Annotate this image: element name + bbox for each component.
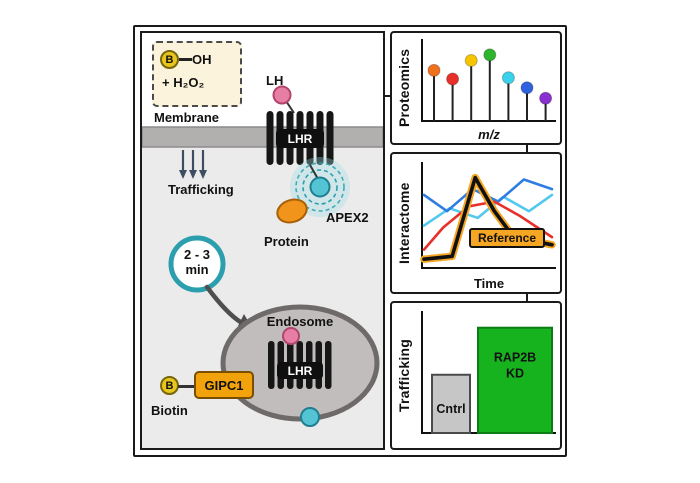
reference-badge: Reference — [469, 228, 546, 248]
apex2-dash-ring-inner — [302, 169, 338, 205]
biotin-b-ball: B — [160, 376, 179, 395]
timer-label: 2 - 3 min — [169, 247, 225, 277]
protein-blob — [276, 198, 308, 224]
spectrum-peaks — [427, 48, 553, 121]
panel-connector-interactome-trafficking — [526, 293, 528, 302]
proteomics-panel: Proteomics m/z — [390, 31, 562, 145]
biotin-phenol-row: B OH — [160, 50, 234, 69]
mz-axis-label: m/z — [478, 127, 500, 142]
svg-text:Cntrl: Cntrl — [436, 402, 465, 416]
trafficking-arrows — [179, 150, 207, 179]
lhr-label: LHR — [288, 132, 313, 146]
svg-text:KD: KD — [506, 367, 524, 381]
endosome-label: Endosome — [266, 314, 334, 329]
lh-stem-line — [285, 100, 295, 114]
svg-text:RAP2B: RAP2B — [494, 351, 536, 365]
biotin-label: Biotin — [151, 403, 188, 418]
interactome-chart — [420, 162, 556, 269]
endosome-lhr-label: LHR — [288, 364, 313, 378]
timer-circle — [168, 235, 226, 293]
lh-label: LH — [266, 73, 284, 88]
cell-diagram-art: LHR LHR — [142, 85, 383, 448]
endosome-lhr-label-box — [277, 362, 323, 379]
timer-label-line2: min — [185, 262, 209, 277]
panel-connector-proteomics-interactome — [526, 144, 528, 153]
trafficking-bars: Cntrl RAP2B KD — [431, 326, 553, 435]
apex2-dash-ring-outer — [295, 162, 345, 212]
apex2-label: APEX2 — [326, 210, 369, 225]
trafficking-label: Trafficking — [168, 182, 234, 197]
time-axis-label: Time — [473, 276, 505, 291]
trafficking-curved-arrow — [204, 284, 245, 326]
membrane-band — [142, 126, 383, 148]
lh-hormone-ball — [272, 85, 292, 105]
interactome-axes — [421, 162, 556, 269]
cell-diagram-panel: LHR LHR B — [140, 31, 385, 450]
interactome-panel: Interactome Reference Time — [390, 152, 562, 294]
lhr-label-box — [276, 129, 324, 148]
figure-border — [133, 25, 567, 457]
chemical-bond-line — [179, 58, 192, 61]
panel-connector-left-proteomics — [383, 95, 391, 97]
biotin-gipc1-link — [178, 385, 195, 388]
membrane-label: Membrane — [154, 110, 220, 125]
h2o2-label: + H₂O₂ — [162, 75, 205, 90]
biotin-b-icon: B — [160, 50, 179, 69]
protein-label: Protein — [264, 234, 309, 249]
apex2-ball-endosome — [300, 407, 320, 427]
biotin-phenol-reagent-box: B OH + H₂O₂ — [152, 41, 242, 107]
apex2-stem-line — [309, 164, 319, 180]
timer-label-line1: 2 - 3 — [183, 247, 210, 262]
oh-label: OH — [192, 52, 212, 67]
trafficking-chart: Cntrl RAP2B KD — [421, 311, 556, 435]
apex2-ball — [309, 176, 331, 198]
proteomics-chart — [421, 39, 556, 122]
proteomics-axes — [421, 39, 556, 122]
lh-hormone-ball-endosome — [282, 327, 300, 345]
gipc1-box: GIPC1 — [194, 371, 254, 399]
